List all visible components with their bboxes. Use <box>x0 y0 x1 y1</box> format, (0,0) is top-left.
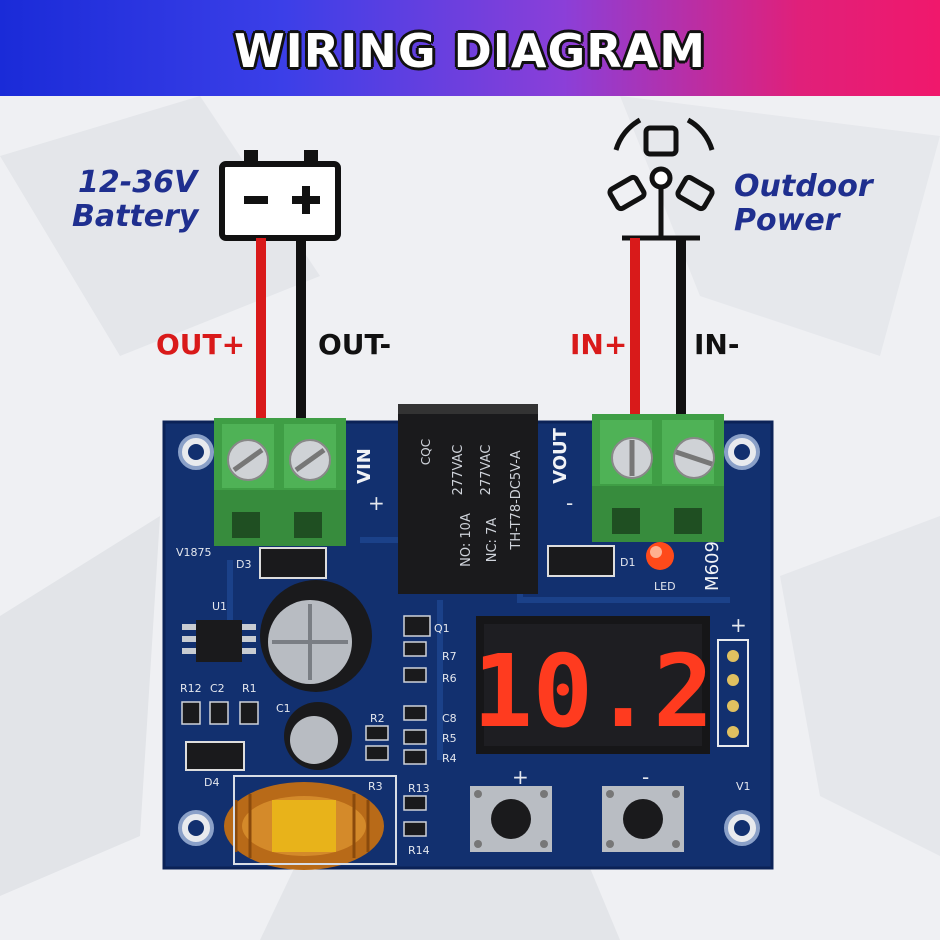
out-minus-label: OUT- <box>318 328 392 361</box>
component-label: R3 <box>368 780 383 793</box>
relay-marking: NC: 7A <box>485 518 500 563</box>
component-label: R6 <box>442 672 457 685</box>
out-minus-wire <box>296 238 306 428</box>
component-label: Q1 <box>434 622 450 635</box>
component-label: R5 <box>442 732 457 745</box>
component-label: D1 <box>620 556 635 569</box>
output-terminal-block <box>592 414 724 542</box>
seven-segment-display <box>476 616 710 754</box>
component-label: + <box>730 613 747 637</box>
inductor-coil <box>224 782 384 870</box>
display-value: 10.2 <box>473 633 714 750</box>
component-label: C1 <box>276 702 291 715</box>
input-terminal-block <box>214 418 346 546</box>
relay-brand: CQC <box>419 439 433 465</box>
diode-d3 <box>259 547 327 579</box>
diode-d4 <box>185 741 245 771</box>
pin-header <box>717 639 749 747</box>
component-label: LED <box>654 580 676 593</box>
component-label: C2 <box>210 682 225 695</box>
component-label: V1 <box>736 780 751 793</box>
power-label: Power <box>734 203 840 238</box>
wind-turbine-icon <box>607 117 715 241</box>
component-label: R14 <box>408 844 430 857</box>
component-label: C8 <box>442 712 457 725</box>
vin-label: VIN <box>354 448 375 484</box>
relay-marking: 277VAC <box>451 445 466 496</box>
in-plus-label: IN+ <box>570 328 628 361</box>
relay-marking: 277VAC <box>479 445 494 496</box>
minus-button[interactable] <box>602 786 684 852</box>
plus-button[interactable] <box>470 786 552 852</box>
component-label: R12 <box>180 682 202 695</box>
component-label: - <box>566 491 573 515</box>
capacitor-small <box>284 702 352 770</box>
vout-label: VOUT <box>550 427 571 484</box>
battery-label: Battery <box>72 199 199 234</box>
model-label: M609 <box>702 541 723 591</box>
outdoor-label: Outdoor <box>734 169 873 204</box>
smd-components <box>181 615 431 837</box>
component-label: U1 <box>212 600 227 613</box>
component-label: + <box>368 491 385 515</box>
relay-marking: TH-T78-DC5V-A <box>509 450 524 550</box>
component-label: R4 <box>442 752 457 765</box>
battery-icon <box>219 150 341 241</box>
capacitor-large <box>260 580 372 692</box>
page-title: WIRING DIAGRAM <box>233 24 707 78</box>
battery-voltage-label: 12-36V <box>78 165 198 200</box>
component-label: R2 <box>370 712 385 725</box>
in-minus-wire <box>676 238 686 422</box>
component-label: - <box>642 765 649 789</box>
ic-u1 <box>196 620 242 662</box>
component-label: V1875 <box>176 546 212 559</box>
relay-markings: 277VAC 277VAC TH-T78-DC5V-A NO: 10A NC: 7A <box>451 445 524 567</box>
relay <box>398 404 538 594</box>
relay-marking: NO: 10A <box>459 513 474 567</box>
out-plus-label: OUT+ <box>156 328 246 361</box>
component-label: D3 <box>236 558 251 571</box>
component-label: R7 <box>442 650 457 663</box>
in-plus-wire <box>630 238 640 422</box>
component-label: D4 <box>204 776 219 789</box>
component-label: R13 <box>408 782 430 795</box>
component-label: R1 <box>242 682 257 695</box>
diode-d1 <box>547 545 615 577</box>
component-label: + <box>512 765 529 789</box>
title-banner <box>0 0 940 96</box>
out-plus-wire <box>256 238 266 428</box>
in-minus-label: IN- <box>694 328 740 361</box>
